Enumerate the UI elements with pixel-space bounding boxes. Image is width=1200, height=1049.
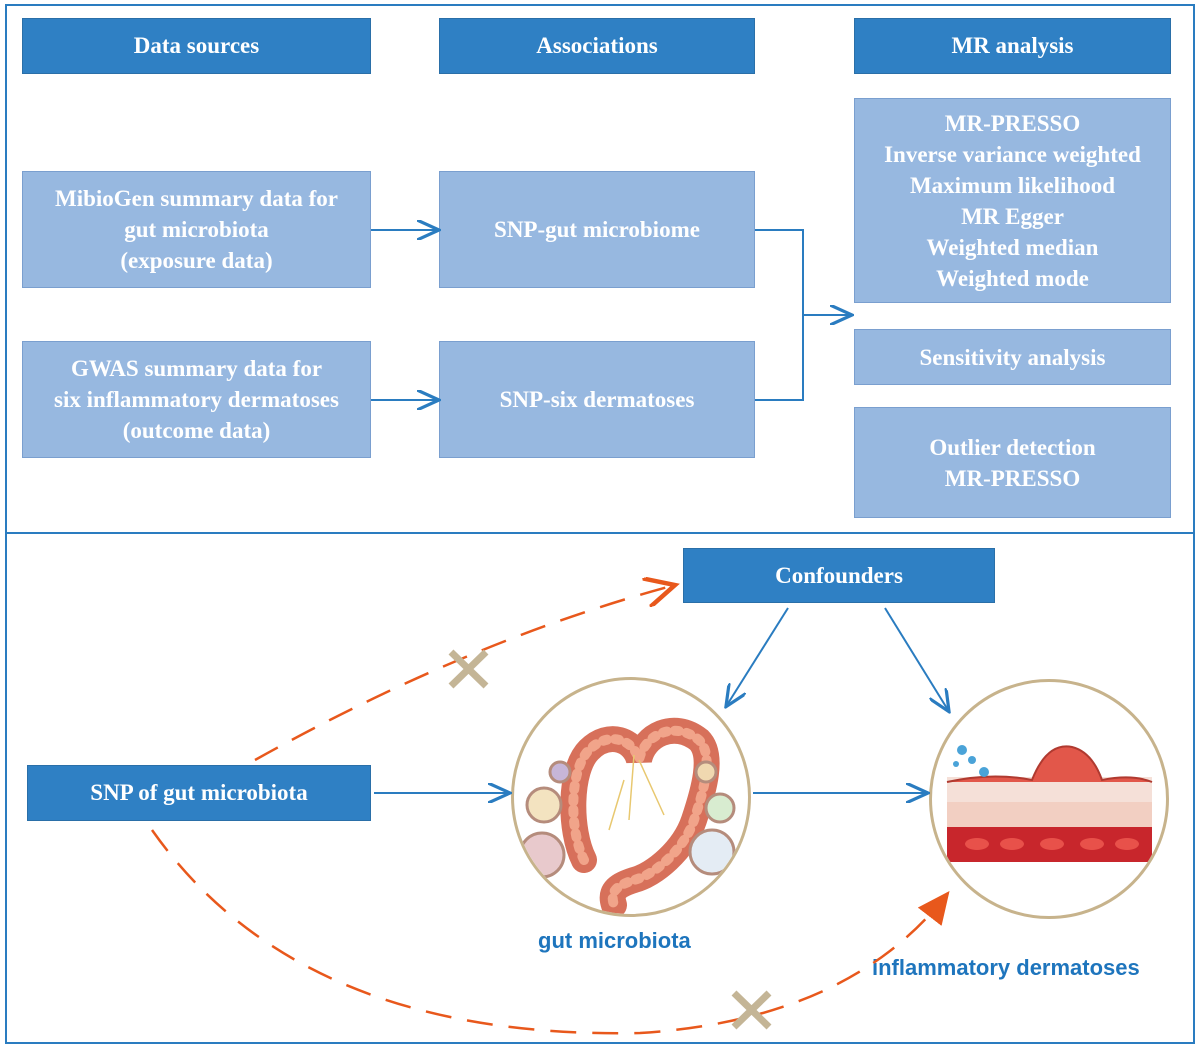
snp-gut-microbiota-box: SNP of gut microbiota [27, 765, 371, 821]
method-4: MR Egger [961, 203, 1064, 229]
method-2: Inverse variance weighted [884, 141, 1141, 167]
method-1: MR-PRESSO [944, 110, 1081, 136]
inflammatory-dermatoses-caption: inflammatory dermatoses [872, 955, 1140, 980]
dashed-snp-to-derm [150, 829, 950, 1035]
colon-illustration-icon [518, 717, 736, 914]
mr-methods-box: MR-PRESSO Inverse variance weighted Maxi… [854, 98, 1171, 303]
merge-bracket [755, 229, 804, 401]
exposure-data-box: MibioGen summary data for gut microbiota… [22, 171, 371, 288]
gut-microbiota-circle [511, 677, 751, 917]
outlier-detection-box: Outlier detection MR-PRESSO [854, 407, 1171, 518]
outlier-line-1: Outlier detection [929, 434, 1096, 460]
outcome-line-2: six inflammatory dermatoses [54, 387, 339, 412]
sensitivity-analysis-box: Sensitivity analysis [854, 329, 1171, 385]
skin-illustration-icon [946, 745, 1153, 862]
exposure-line-3: (exposure data) [120, 248, 273, 273]
gut-microbiota-caption: gut microbiota [538, 928, 691, 953]
outcome-line-1: GWAS summary data for [70, 356, 323, 381]
dashed-snp-to-confounders [254, 585, 675, 762]
header-mr-analysis: MR analysis [854, 18, 1171, 74]
outcome-line-3: (outcome data) [122, 418, 271, 443]
outcome-data-box: GWAS summary data for six inflammatory d… [22, 341, 371, 458]
header-data-sources: Data sources [22, 18, 371, 74]
dermatoses-circle [929, 679, 1169, 919]
snp-six-dermatoses-box: SNP-six dermatoses [439, 341, 755, 458]
arrow-confounders-to-gut [727, 607, 789, 705]
method-3: Maximum likelihood [909, 172, 1116, 198]
exposure-line-2: gut microbiota [124, 217, 269, 242]
method-6: Weighted mode [936, 265, 1089, 291]
method-5: Weighted median [926, 234, 1099, 260]
exposure-line-1: MibioGen summary data for [54, 186, 338, 211]
header-associations: Associations [439, 18, 755, 74]
outlier-line-2: MR-PRESSO [944, 465, 1081, 491]
cross-mark-lower-icon [731, 990, 772, 1030]
snp-gut-microbiome-box: SNP-gut microbiome [439, 171, 755, 288]
bottom-panel [5, 532, 1195, 1044]
confounders-box: Confounders [683, 548, 995, 603]
cross-mark-upper-icon [448, 649, 489, 689]
arrow-confounders-to-derm [884, 607, 948, 710]
